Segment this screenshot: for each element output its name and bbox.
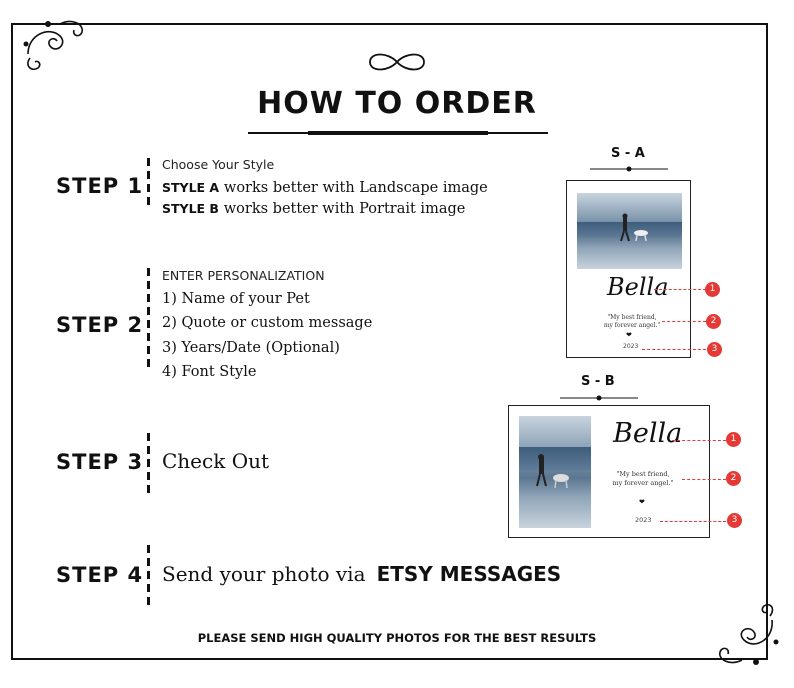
step-4-label: STEP 4 [56,563,144,587]
sample-a-pet-name: Bella [607,273,669,301]
page-title: HOW TO ORDER [257,86,537,121]
callout-3-badge: 3 [727,513,742,528]
step-3-label: STEP 3 [56,450,144,474]
footer-note: PLEASE SEND HIGH QUALITY PHOTOS FOR THE … [197,631,597,645]
sample-b-label: S - B [581,374,615,389]
send-photo-text: Send your photo via [162,562,366,586]
heart-icon: ❤ [639,498,645,506]
sample-b-year: 2023 [635,516,652,524]
sample-b-photo [519,416,591,528]
callout-leader [660,521,726,522]
divider-ornament-icon [560,395,638,401]
sample-b-card: Bella "My best friend, my forever angel.… [508,405,710,538]
callout-1-badge: 1 [705,282,720,297]
style-b-text: works better with Portrait image [223,201,466,217]
sample-b-pet-name: Bella [613,418,683,449]
style-a-line: STYLE A works better with Landscape imag… [162,178,488,196]
corner-flourish-icon [719,603,779,665]
step-4-divider [147,545,150,610]
sample-a-quote: "My best friend, my forever angel." [587,314,677,330]
callout-1-badge: 1 [726,432,741,447]
callout-leader [682,479,726,480]
person-dog-figure-icon [620,213,648,242]
step-1-label: STEP 1 [56,174,144,198]
sample-a-year: 2023 [623,343,639,350]
corner-flourish-icon [23,20,83,71]
quote-line: "My best friend, [616,470,670,478]
infinity-ornament-icon [369,53,425,71]
checkout-text: Check Out [162,449,270,473]
callout-leader [662,321,706,322]
person-dog-figure-icon [536,454,569,489]
personalization-item: 2) Quote or custom message [162,315,373,331]
quote-line: my forever angel." [603,322,661,329]
heart-icon: ❤ [626,331,632,339]
personalization-item: 3) Years/Date (Optional) [162,340,340,356]
etsy-messages-label: ETSY MESSAGES [376,562,562,586]
callout-2-badge: 2 [726,471,741,486]
callout-leader [642,349,706,350]
step-1-heading: Choose Your Style [162,157,275,172]
callout-leader [672,440,726,441]
callout-2-badge: 2 [706,314,721,329]
send-photo-line: Send your photo via ETSY MESSAGES [162,562,561,586]
style-b-line: STYLE B works better with Portrait image [162,199,465,217]
step-2-divider [147,268,150,372]
divider-ornament-icon [590,166,668,172]
step-3-divider [147,433,150,498]
quote-line: "My best friend, [607,314,657,321]
callout-3-badge: 3 [707,342,722,357]
quote-line: my forever angel." [612,479,674,487]
sample-b-quote: "My best friend, my forever angel." [603,470,683,488]
sample-a-photo [577,193,682,269]
personalization-item: 4) Font Style [162,364,257,380]
personalization-item: 1) Name of your Pet [162,291,310,307]
callout-leader [654,289,706,290]
style-b-key: STYLE B [162,201,219,216]
step-2-heading: ENTER PERSONALIZATION [162,268,325,283]
style-a-text: works better with Landscape image [223,180,488,196]
step-1-divider [147,158,150,210]
page-border [11,23,768,660]
title-divider [248,131,548,135]
style-a-key: STYLE A [162,180,220,195]
sample-a-label: S - A [611,146,645,161]
sample-a-card: Bella "My best friend, my forever angel.… [566,180,691,358]
step-2-label: STEP 2 [56,313,144,337]
